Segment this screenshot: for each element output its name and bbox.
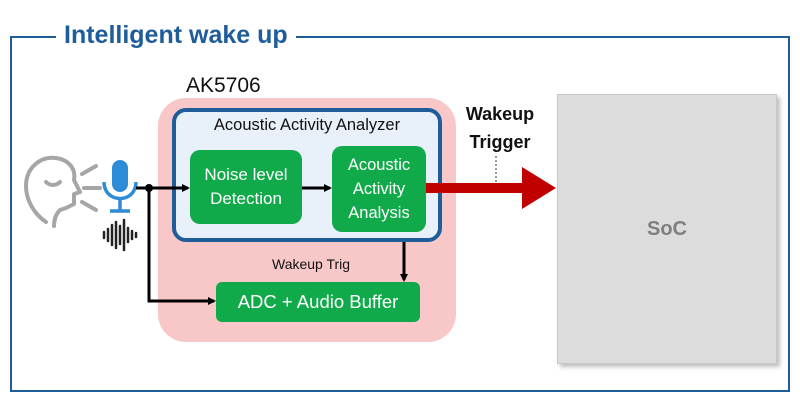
wakeup-trig-label: Wakeup Trig <box>272 256 351 272</box>
speaking-head-icon <box>24 155 102 228</box>
microphone-icon <box>102 160 138 213</box>
outer-frame <box>10 36 790 392</box>
arrow-to-adc <box>147 188 216 305</box>
adc-audio-buffer-block: ADC + Audio Buffer <box>216 282 420 322</box>
wakeup-trigger-arrow <box>426 167 556 209</box>
noise-detection-block: Noise level Detection <box>190 150 302 224</box>
chip-label: AK5706 <box>186 74 261 97</box>
frame-title: Intelligent wake up <box>56 18 296 52</box>
activity-analysis-block: Acoustic Activity Analysis <box>332 146 426 232</box>
soc-block: SoC <box>557 94 777 364</box>
soc-label: SoC <box>647 217 687 240</box>
wakeup-trigger-label: Wakeup Trigger <box>465 104 535 152</box>
analyzer-title: Acoustic Activity Analyzer <box>213 116 401 134</box>
sound-wave-icon <box>102 218 138 252</box>
